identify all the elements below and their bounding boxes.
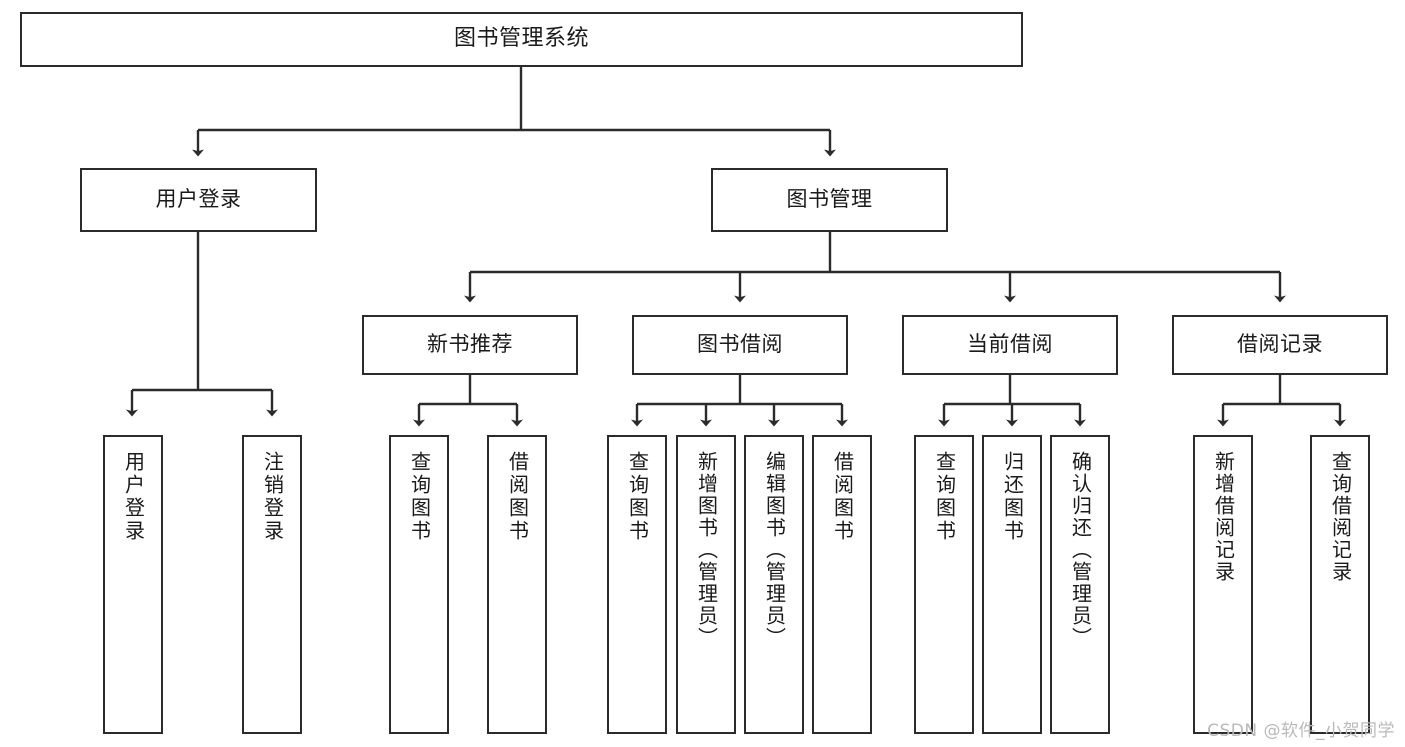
leaf-borrow-query-book[interactable]: 查询图书 bbox=[607, 435, 667, 734]
leaf-borrow-edit-book-admin[interactable]: 编辑图书（管理员） bbox=[744, 435, 804, 734]
node-label: 借阅图书 bbox=[505, 451, 530, 543]
node-current-borrow[interactable]: 当前借阅 bbox=[902, 315, 1118, 375]
node-label: 借阅图书 bbox=[830, 451, 855, 543]
leaf-user-login-logout[interactable]: 注销登录 bbox=[242, 435, 302, 734]
leaf-borrow-borrow-book[interactable]: 借阅图书 bbox=[812, 435, 872, 734]
leaf-current-return-book[interactable]: 归还图书 bbox=[982, 435, 1042, 734]
leaf-record-add-record[interactable]: 新增借阅记录 bbox=[1193, 435, 1253, 734]
node-label: 用户登录 bbox=[155, 187, 242, 212]
node-book-management[interactable]: 图书管理 bbox=[711, 168, 948, 232]
node-book-borrow[interactable]: 图书借阅 bbox=[632, 315, 848, 375]
node-label: 编辑图书（管理员） bbox=[762, 451, 787, 649]
node-root-book-management-system[interactable]: 图书管理系统 bbox=[20, 12, 1023, 67]
leaf-borrow-add-book-admin[interactable]: 新增图书（管理员） bbox=[676, 435, 736, 734]
node-label: 查询图书 bbox=[932, 451, 957, 543]
leaf-user-login-login[interactable]: 用户登录 bbox=[103, 435, 163, 734]
node-new-book-recommend[interactable]: 新书推荐 bbox=[362, 315, 578, 375]
node-label: 新增借阅记录 bbox=[1211, 451, 1236, 583]
node-borrow-record[interactable]: 借阅记录 bbox=[1172, 315, 1388, 375]
node-label: 注销登录 bbox=[260, 451, 285, 543]
node-label: 借阅记录 bbox=[1237, 332, 1323, 357]
node-label: 用户登录 bbox=[121, 451, 146, 543]
node-label: 图书借阅 bbox=[697, 332, 783, 357]
node-label: 新书推荐 bbox=[427, 332, 513, 357]
node-label: 查询借阅记录 bbox=[1328, 451, 1353, 583]
leaf-recommend-borrow-book[interactable]: 借阅图书 bbox=[487, 435, 547, 734]
node-user-login[interactable]: 用户登录 bbox=[80, 168, 317, 232]
node-label: 新增图书（管理员） bbox=[694, 451, 719, 649]
node-label: 当前借阅 bbox=[967, 332, 1053, 357]
node-label: 归还图书 bbox=[1000, 451, 1025, 543]
node-label: 图书管理 bbox=[786, 187, 873, 212]
leaf-record-query-record[interactable]: 查询借阅记录 bbox=[1310, 435, 1370, 734]
node-label: 查询图书 bbox=[407, 451, 432, 543]
leaf-recommend-query-book[interactable]: 查询图书 bbox=[389, 435, 449, 734]
node-label: 图书管理系统 bbox=[453, 26, 589, 52]
leaf-current-confirm-return-admin[interactable]: 确认归还（管理员） bbox=[1050, 435, 1110, 734]
csdn-watermark: CSDN @软件_小贺同学 bbox=[1207, 721, 1395, 741]
node-label: 确认归还（管理员） bbox=[1068, 451, 1093, 649]
node-label: 查询图书 bbox=[625, 451, 650, 543]
leaf-current-query-book[interactable]: 查询图书 bbox=[914, 435, 974, 734]
